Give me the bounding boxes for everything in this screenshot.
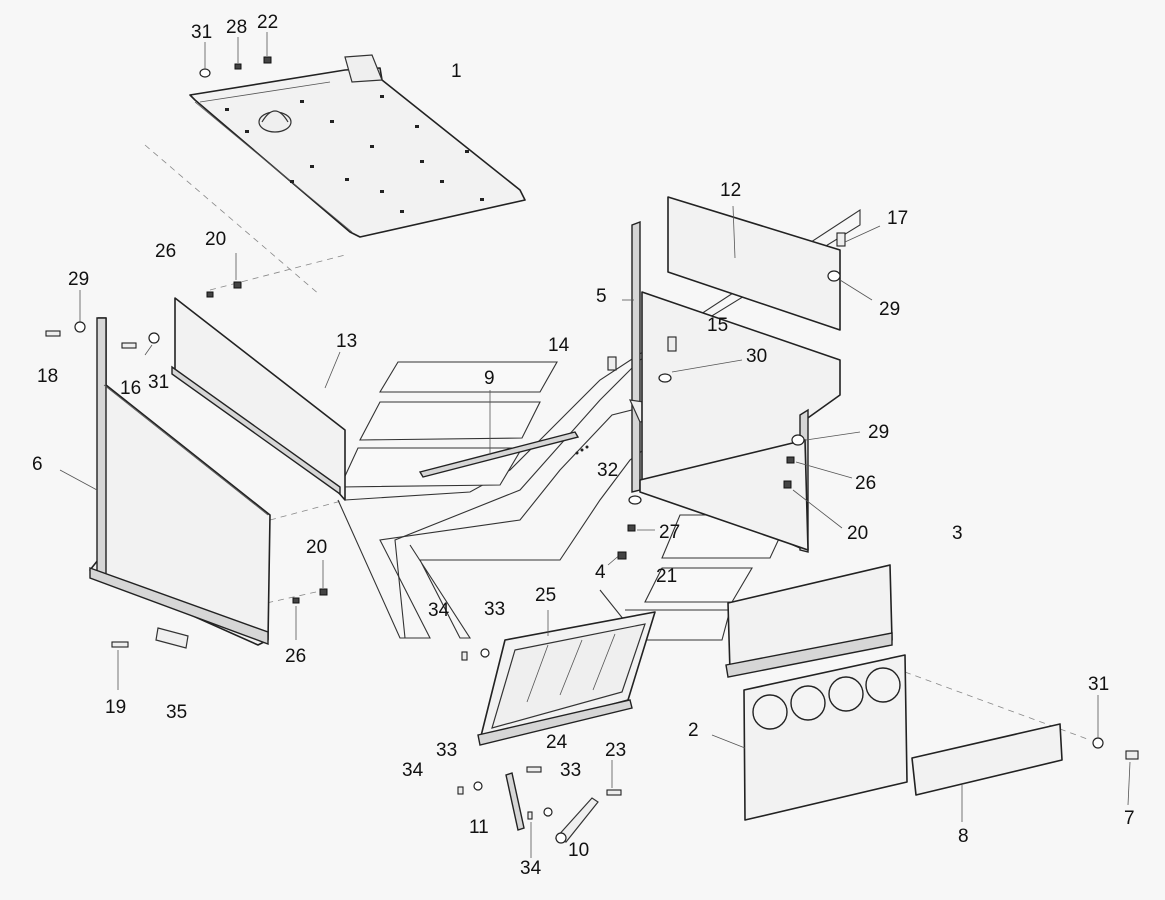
- label-10: 10: [568, 840, 589, 861]
- label-20c: 20: [847, 523, 868, 544]
- label-20b: 20: [306, 537, 327, 558]
- label-31c: 31: [1088, 674, 1109, 695]
- label-13: 13: [336, 331, 357, 352]
- part-3-panel: [725, 564, 893, 678]
- label-23: 23: [605, 740, 626, 761]
- label-28: 28: [226, 17, 247, 38]
- label-19: 19: [105, 697, 126, 718]
- part-25-frame: [461, 610, 656, 746]
- part-1-top-plate: [189, 54, 526, 238]
- label-22: 22: [257, 12, 278, 33]
- outline-panel-b: [359, 401, 541, 441]
- part-9-rod: [418, 390, 580, 478]
- label-33a: 33: [484, 599, 505, 620]
- label-8: 8: [958, 826, 969, 847]
- label-2: 2: [688, 720, 699, 741]
- label-3: 3: [952, 523, 963, 544]
- lower-linkage: [457, 760, 622, 858]
- left-hardware: [45, 253, 328, 690]
- part-6-side-panel: [59, 317, 271, 646]
- label-29a: 29: [68, 269, 89, 290]
- label-26a: 26: [155, 241, 176, 262]
- label-33c: 33: [560, 760, 581, 781]
- label-12: 12: [720, 180, 741, 201]
- label-4: 4: [595, 562, 606, 583]
- label-24: 24: [546, 732, 568, 753]
- label-27: 27: [659, 522, 680, 543]
- part-12-panel: [667, 196, 841, 331]
- label-33b: 33: [436, 740, 457, 761]
- label-25: 25: [535, 585, 556, 606]
- nut-22-top: [263, 56, 272, 64]
- outline-panel-a: [379, 361, 558, 393]
- label-26b: 26: [285, 646, 306, 667]
- label-14: 14: [548, 335, 570, 356]
- right-hardware: [575, 225, 881, 560]
- label-31b: 31: [148, 372, 169, 393]
- label-32: 32: [597, 460, 618, 481]
- top-hardware: [199, 32, 272, 78]
- callout-labels: 1 2 3 4 5 6 7 8 9 10 11 12 13 14 15 16 1…: [32, 12, 1135, 879]
- label-29b: 29: [879, 299, 900, 320]
- label-20a: 20: [205, 229, 226, 250]
- label-6: 6: [32, 454, 43, 475]
- part-11-arm: [505, 772, 525, 831]
- nut-28-top: [234, 63, 242, 70]
- hardware-32-dots: [575, 445, 589, 455]
- label-15: 15: [707, 315, 728, 336]
- label-18: 18: [37, 366, 58, 387]
- label-9: 9: [484, 368, 495, 389]
- label-7: 7: [1124, 808, 1135, 829]
- label-21: 21: [656, 566, 677, 587]
- label-34c: 34: [520, 858, 542, 879]
- label-5: 5: [596, 286, 607, 307]
- label-1: 1: [451, 61, 462, 82]
- part-13-panel: [171, 297, 346, 501]
- label-11: 11: [469, 817, 489, 838]
- part-8-plate: [911, 723, 1063, 822]
- part-2-panel: [711, 654, 908, 821]
- washer-31-top: [199, 68, 211, 78]
- label-35: 35: [166, 702, 187, 723]
- label-31a: 31: [191, 22, 212, 43]
- label-29c: 29: [868, 422, 889, 443]
- label-34a: 34: [428, 600, 450, 621]
- label-16: 16: [120, 378, 141, 399]
- label-26c: 26: [855, 473, 876, 494]
- label-34b: 34: [402, 760, 424, 781]
- part-35-plate: [155, 627, 189, 649]
- label-17: 17: [887, 208, 908, 229]
- right-edge-hardware: [1092, 695, 1139, 806]
- label-30: 30: [746, 346, 767, 367]
- top-plate-holes: [225, 95, 484, 213]
